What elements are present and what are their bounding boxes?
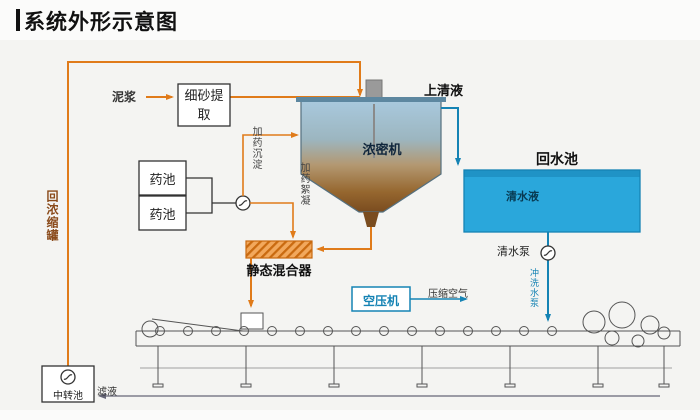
air-compressor-box <box>351 286 411 312</box>
label-filtrate: 滤液 <box>97 387 117 398</box>
label-static-mixer: 静态混合器 <box>246 264 312 279</box>
belt-filter-press <box>135 301 681 388</box>
label-return-pool: 回水池 <box>536 152 578 168</box>
label-supernatant: 上清液 <box>424 84 464 99</box>
press-feed-box <box>240 312 264 330</box>
recirculation-pipe <box>67 61 363 367</box>
sand-extraction-box <box>177 83 231 127</box>
label-chemical-pool-2: 药池 <box>149 208 176 223</box>
supernatant-pipe <box>441 107 461 166</box>
label-mud: 泥浆 <box>112 90 137 104</box>
label-dosing-sediment: 加药沉淀 <box>250 126 261 170</box>
label-clean-water-pump: 清水泵 <box>497 245 530 258</box>
label-compressed-air: 压缩空气 <box>428 289 468 300</box>
title-bar <box>16 9 20 31</box>
thickener-outlet <box>363 212 379 227</box>
label-transfer-pool: 中转池 <box>53 391 83 402</box>
underflow-pipe <box>316 227 372 252</box>
label-flush-pump: 冲洗水泵 <box>528 268 538 308</box>
label-clear-water: 清水液 <box>506 190 539 203</box>
press-legs <box>152 346 670 388</box>
thickener-tank <box>296 79 446 227</box>
return-water-pool <box>463 169 641 233</box>
dosing-pump-icon <box>235 195 251 211</box>
label-return-thickener: 回浓缩罐 <box>45 190 59 242</box>
label-thickener: 浓密机 <box>362 143 402 158</box>
thickener-rim <box>296 97 446 102</box>
label-chemical-pool-1: 药池 <box>149 173 176 188</box>
transfer-pump-icon <box>60 369 76 385</box>
static-mixer-box <box>245 240 313 259</box>
page-title: 系统外形示意图 <box>24 10 178 34</box>
chemical-pool-connectors <box>186 177 236 214</box>
label-dosing-flocculant: 加药絮凝 <box>298 162 309 206</box>
label-air-compressor: 空压机 <box>362 294 399 308</box>
dosing-flocculant-pipe <box>250 202 296 239</box>
label-sand-extraction: 细砂提取 <box>184 89 224 123</box>
dosing-sediment-pipe <box>242 132 299 196</box>
clean-water-pump-icon <box>540 245 556 261</box>
